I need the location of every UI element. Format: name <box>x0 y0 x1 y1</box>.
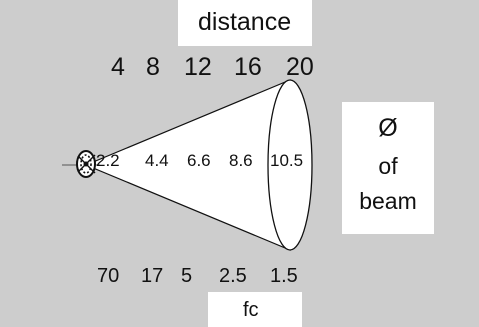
light-source-icon <box>76 150 96 178</box>
distance-label: distance <box>198 8 292 36</box>
beam-diameter-value: 6.6 <box>187 151 211 170</box>
distance-tick: 4 <box>111 53 125 81</box>
footcandle-label: fc <box>243 299 259 321</box>
diameter-symbol: Ø <box>378 114 398 142</box>
distance-tick: 12 <box>184 53 212 81</box>
footcandle-value: 1.5 <box>270 265 298 287</box>
distance-label-box <box>178 0 312 46</box>
footcandle-value: 70 <box>97 265 120 287</box>
distance-tick: 16 <box>234 53 262 81</box>
beam-diameter-value: 4.4 <box>145 151 169 170</box>
distance-tick: 20 <box>286 53 314 81</box>
beam-diameter-value: 2.2 <box>96 151 120 170</box>
diameter-label-beam: beam <box>359 188 417 214</box>
diameter-label-box <box>342 102 434 234</box>
distance-tick: 8 <box>146 53 160 81</box>
footcandle-value: 2.5 <box>219 265 247 287</box>
footcandle-value: 5 <box>181 265 193 287</box>
footcandle-label-box <box>208 292 302 327</box>
beam-diameter-value: 8.6 <box>229 151 253 170</box>
diameter-label-of: of <box>378 153 398 179</box>
beam-diameter-value: 10.5 <box>270 151 304 170</box>
footcandle-value: 17 <box>141 265 164 287</box>
beam-end-ellipse <box>267 79 313 251</box>
